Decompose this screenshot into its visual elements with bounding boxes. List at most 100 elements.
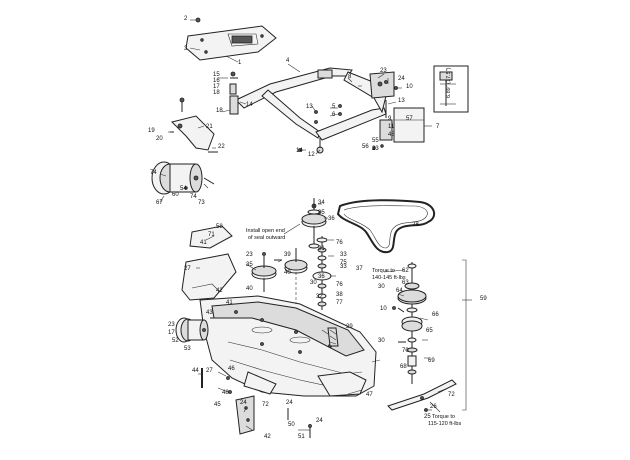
- callout-23: 23: [372, 146, 379, 152]
- callout-30: 30: [378, 284, 385, 290]
- callout-71: 71: [208, 232, 215, 238]
- callout-10: 10: [406, 84, 413, 90]
- note-torque-top-line2: 140-145 ft-lbs: [372, 275, 406, 281]
- note-install-note-line1: Install open end: [246, 228, 285, 234]
- callout-72: 72: [262, 402, 269, 408]
- callout-74: 74: [190, 194, 197, 200]
- callout-65: 65: [426, 328, 433, 334]
- callout-36: 36: [318, 274, 325, 280]
- callout-1: 1: [238, 60, 242, 66]
- callout-52: 52: [172, 338, 179, 344]
- callout-27: 27: [184, 266, 191, 272]
- callout-70: 70: [402, 348, 409, 354]
- callout-40: 40: [284, 270, 291, 276]
- callout-6: 6: [332, 112, 336, 118]
- callout-24: 24: [316, 418, 323, 424]
- cover-plate: [189, 225, 233, 249]
- callout-35: 35: [318, 210, 325, 216]
- callout-24: 24: [240, 400, 247, 406]
- callout-26: 26: [430, 404, 437, 410]
- callout-13: 13: [306, 104, 313, 110]
- callout-14: 14: [246, 102, 253, 108]
- callout-25: 25: [424, 414, 431, 420]
- belt-cover: [181, 253, 237, 301]
- drive-belt: [336, 199, 436, 254]
- callout-30: 30: [378, 338, 385, 344]
- callout-15: 15: [213, 72, 220, 78]
- callout-33: 33: [340, 252, 347, 258]
- callout-76: 76: [336, 282, 343, 288]
- callout-45: 45: [214, 402, 221, 408]
- deck-wheel-assembly: [175, 317, 214, 343]
- deck-shell: [199, 295, 377, 397]
- callout-40: 40: [246, 286, 253, 292]
- callout-36: 36: [328, 216, 335, 222]
- callout-17: 17: [168, 330, 175, 336]
- callout-41: 41: [226, 300, 233, 306]
- callout-48: 48: [222, 390, 229, 396]
- note-install-note-line2: of seal outward: [248, 235, 285, 241]
- callout-63: 63: [402, 280, 409, 286]
- callout-69: 69: [428, 358, 435, 364]
- callout-14: 14: [296, 148, 303, 154]
- callout-66: 66: [432, 312, 439, 318]
- callout-73: 73: [198, 200, 205, 206]
- callout-42: 42: [216, 288, 223, 294]
- callout-24: 24: [398, 76, 405, 82]
- callout-29: 29: [346, 324, 353, 330]
- callout-20: 20: [156, 136, 163, 142]
- callout-30: 30: [310, 280, 317, 286]
- deck-lift-frame-assembly: [170, 17, 469, 154]
- callout-27: 27: [206, 368, 213, 374]
- callout-59: 59: [480, 296, 487, 302]
- center-spindle-stack: [312, 236, 332, 310]
- callout-67: 67: [156, 200, 163, 206]
- lift-frame: [235, 67, 353, 109]
- callout-17: 17: [213, 84, 220, 90]
- callout-3: 3: [184, 46, 188, 52]
- callout-46: 46: [228, 366, 235, 372]
- callout-12: 12: [308, 152, 315, 158]
- callout-5: 5: [332, 104, 336, 110]
- callout-4: 4: [286, 58, 290, 64]
- callout-34: 34: [318, 200, 325, 206]
- callout-51: 51: [298, 434, 305, 440]
- note-torque-bottom-line2: 115-120 ft-lbs: [428, 421, 461, 427]
- callout-37: 37: [356, 266, 363, 272]
- callout-8: 8: [348, 74, 352, 80]
- callout-33: 33: [340, 264, 347, 270]
- callout-9: 9: [388, 116, 392, 122]
- note-torque-top-line1: Torque to: [372, 268, 395, 274]
- callout-64: 64: [396, 288, 403, 294]
- note-torque-bottom-line1: Torque to: [432, 414, 455, 420]
- callout-10: 10: [380, 306, 387, 312]
- callout-11: 11: [388, 124, 395, 130]
- rear-bracket: [171, 115, 215, 151]
- callout-23: 23: [246, 252, 253, 258]
- callout-68: 68: [400, 364, 407, 370]
- callout-21: 21: [206, 124, 213, 130]
- callout-38: 38: [336, 292, 343, 298]
- callout-60: 60: [172, 192, 179, 198]
- callout-58: 58: [216, 224, 223, 230]
- callout-32: 32: [316, 294, 323, 300]
- callout-42: 42: [264, 434, 271, 440]
- callout-2: 2: [184, 16, 188, 22]
- callout-57: 57: [406, 116, 413, 122]
- callout-55: 55: [372, 138, 379, 144]
- callout-50: 50: [288, 422, 295, 428]
- callout-77: 77: [336, 300, 343, 306]
- right-spindle-assembly: [392, 262, 427, 384]
- callout-28: 28: [412, 222, 419, 228]
- leader-lines: [159, 19, 472, 431]
- callout-53: 53: [184, 346, 191, 352]
- left-pulley: [251, 252, 282, 292]
- callout-13: 13: [398, 98, 405, 104]
- callout-35: 35: [246, 262, 253, 268]
- callout-56: 56: [362, 144, 369, 150]
- anti-scalp-wheel-assembly: [151, 161, 215, 195]
- callout-44: 44: [192, 368, 199, 374]
- callout-76: 76: [336, 240, 343, 246]
